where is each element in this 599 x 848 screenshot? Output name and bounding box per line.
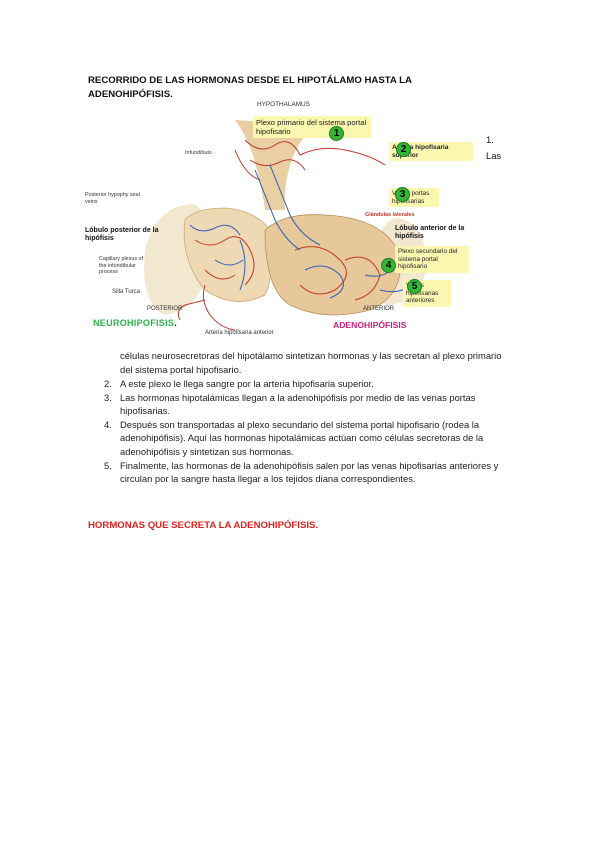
label-infundibulo: Infundíbulo	[185, 150, 212, 156]
list-text: Después son transportadas al plexo secun…	[120, 418, 484, 457]
label-posterior-vein: Posterior hypophy seal veins	[85, 192, 140, 205]
intro-paragraph: células neurosecretoras del hipotálamo s…	[120, 350, 502, 375]
side-list-start: 1. Las	[486, 132, 501, 164]
adenohipofisis-label: ADENOHIPÓFISIS	[333, 320, 407, 330]
list-text: Las hormonas hipotalámicas llegan a la a…	[120, 391, 476, 417]
list-number: 2.	[104, 378, 112, 389]
note-plexo-secundario: Plexo secundario del sistema portal hipo…	[395, 246, 469, 273]
label-lobulo-posterior: Lóbulo posterior de la hipófisis	[85, 227, 159, 243]
list-number: 4.	[104, 418, 112, 430]
neurohipofisis-dot: .	[174, 318, 178, 328]
label-capillary: Capillary plexus of the infundibular pro…	[99, 256, 144, 276]
list-item: 4. Después son transportadas al plexo sec…	[104, 418, 504, 459]
badge-3: 3	[395, 187, 410, 202]
label-arteria-inferior: Arteria hipofisaria anterior	[205, 330, 274, 336]
list-number: 3.	[104, 391, 112, 403]
label-lobulo-anterior: Lóbulo anterior de la hipófisis	[395, 225, 465, 241]
badge-4: 4	[381, 258, 396, 273]
side-number: 1.	[486, 134, 494, 145]
steps-list: 2. A este plexo le llega sangre por la ar…	[104, 377, 504, 486]
list-item: 2. A este plexo le llega sangre por la ar…	[104, 377, 504, 391]
list-number: 5.	[104, 459, 112, 471]
neurohipofisis-text: NEUROHIPOFISIS	[93, 318, 175, 328]
list-text: A este plexo le llega sangre por la arte…	[120, 378, 374, 389]
label-posterior: POSTERIOR	[147, 306, 183, 312]
label-anterior: ANTERIOR	[363, 306, 395, 312]
pituitary-figure: HYPOTHALAMUS Infundíbulo Posterior hypop…	[85, 100, 485, 340]
badge-2: 2	[396, 142, 411, 157]
hormones-heading: HORMONAS QUE SECRETA LA ADENOHIPÓFISIS.	[88, 520, 319, 531]
label-silla-turca: Silla Turca	[112, 289, 141, 295]
badge-1: 1	[329, 126, 344, 141]
label-hypothalamus: HYPOTHALAMUS	[257, 101, 310, 108]
list-item: 3. Las hormonas hipotalámicas llegan a la…	[104, 391, 504, 418]
list-text: Finalmente, las hormonas de la adenohipó…	[120, 459, 499, 485]
note-plexo-primario: Plexo primario del sistema portal hipofi…	[253, 116, 371, 138]
pituitary-illustration	[144, 120, 426, 331]
page-heading: RECORRIDO DE LAS HORMONAS DESDE EL HIPOT…	[88, 75, 412, 100]
list-item: 5. Finalmente, las hormonas de la adenohi…	[104, 459, 504, 486]
neurohipofisis-label: NEUROHIPOFISIS.	[93, 318, 177, 328]
label-lateral: Glándulas laterales	[365, 212, 415, 218]
badge-5: 5	[407, 279, 422, 294]
side-word: Las	[486, 150, 502, 161]
